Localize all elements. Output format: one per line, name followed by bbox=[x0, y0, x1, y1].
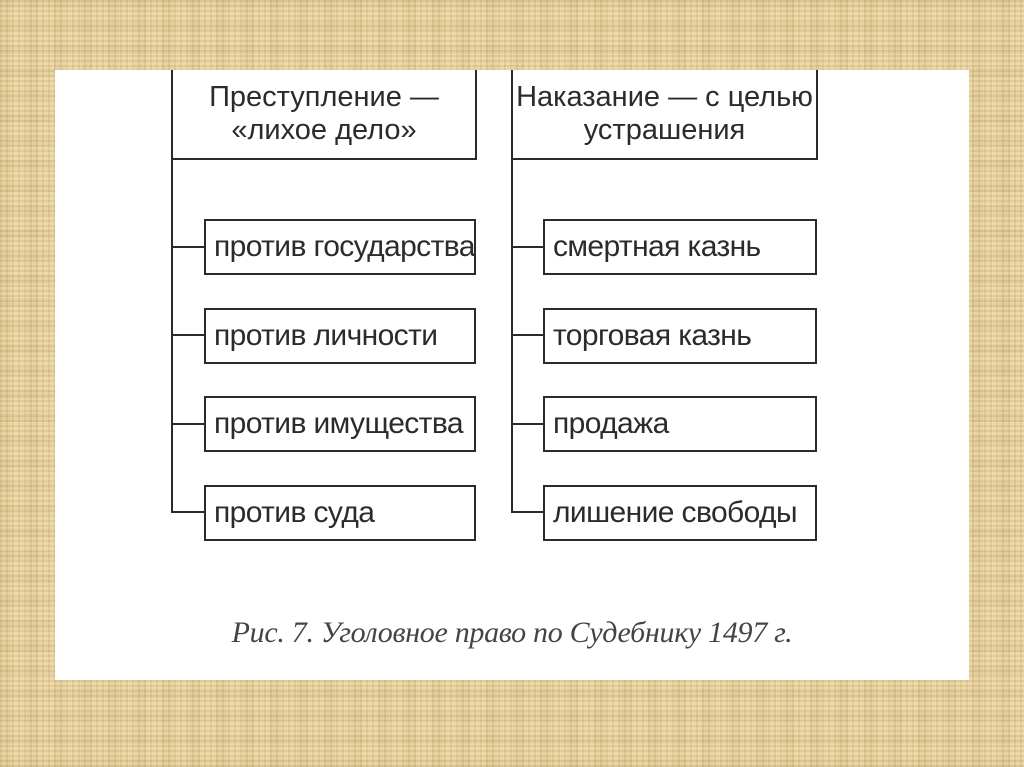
crime-item-label: против суда bbox=[214, 496, 375, 529]
crime-connector-h1 bbox=[171, 246, 204, 248]
crime-item-person: против личности bbox=[204, 308, 476, 364]
punishment-connector-h2 bbox=[511, 334, 543, 336]
figure-caption: Рис. 7. Уголовное право по Судебнику 149… bbox=[231, 616, 793, 649]
punishment-item-label: продажа bbox=[553, 407, 669, 440]
punishment-item-label: торговая казнь bbox=[553, 319, 752, 352]
crime-header-text: Преступление — «лихое дело» bbox=[209, 81, 439, 146]
crime-item-label: против имущества bbox=[214, 407, 464, 440]
punishment-item-sale: продажа bbox=[543, 396, 817, 452]
punishment-item-imprisonment: лишение свободы bbox=[543, 485, 817, 541]
crime-item-property: против имущества bbox=[204, 396, 476, 452]
punishment-header-text: Наказание — с целью устрашения bbox=[516, 81, 813, 146]
punishment-item-flogging: торговая казнь bbox=[543, 308, 817, 364]
crime-connector-h2 bbox=[171, 334, 204, 336]
punishment-item-label: смертная казнь bbox=[553, 230, 761, 263]
punishment-item-label: лишение свободы bbox=[553, 496, 798, 529]
punishment-connector-h3 bbox=[511, 423, 543, 425]
punishment-connector-h1 bbox=[511, 246, 543, 248]
crime-item-court: против суда bbox=[204, 485, 476, 541]
punishment-connector-h4 bbox=[511, 511, 543, 513]
slide: Преступление — «лихое дело» против госуд… bbox=[55, 70, 969, 680]
crime-header-box: Преступление — «лихое дело» bbox=[171, 70, 477, 160]
punishment-header-box: Наказание — с целью устрашения bbox=[511, 70, 818, 160]
crime-connector-h4 bbox=[171, 511, 204, 513]
crime-item-label: против государства bbox=[214, 230, 475, 263]
crime-item-state: против государства bbox=[204, 219, 476, 275]
punishment-item-death: смертная казнь bbox=[543, 219, 817, 275]
crime-connector-h3 bbox=[171, 423, 204, 425]
crime-item-label: против личности bbox=[214, 319, 438, 352]
